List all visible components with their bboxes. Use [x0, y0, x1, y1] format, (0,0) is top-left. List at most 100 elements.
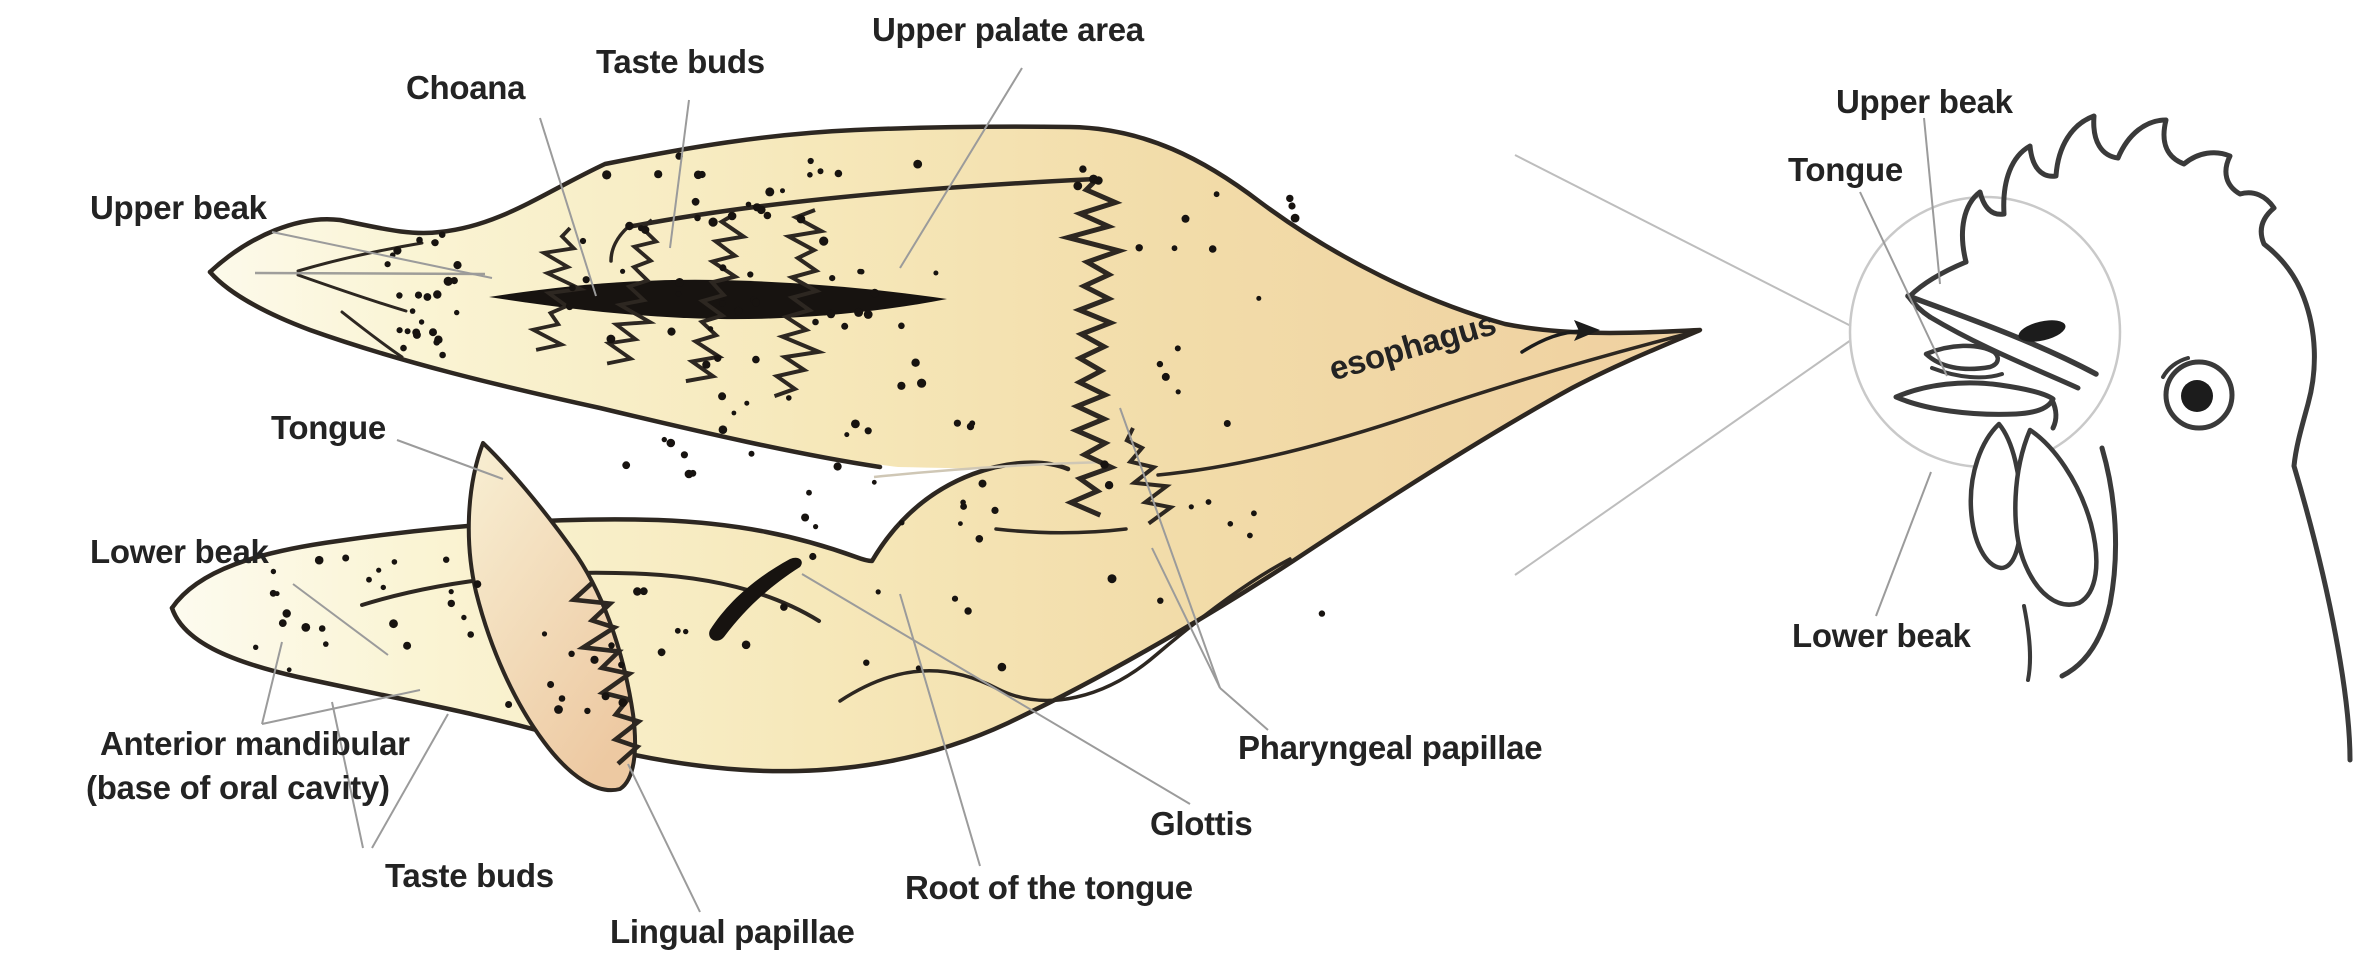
taste-bud-dot	[844, 432, 850, 438]
taste-bud-dot	[639, 587, 648, 596]
lower-beak-rim-outline	[169, 460, 1071, 611]
connector-line	[1514, 339, 1852, 576]
taste-bud-dot	[915, 665, 922, 671]
taste-bud-dot	[964, 607, 972, 615]
taste-bud-dot	[913, 159, 923, 169]
palate-boundary-hook	[609, 225, 630, 263]
esophagus-arrow-shaft	[1520, 329, 1584, 354]
taste-bud-dot	[714, 354, 722, 362]
taste-bud-dot	[278, 619, 287, 627]
label-leader-lines	[261, 67, 1948, 913]
taste-bud-dot	[618, 698, 628, 707]
taste-bud-dot	[434, 335, 443, 344]
taste-bud-dot	[1213, 191, 1220, 198]
taste-bud-dot	[812, 318, 819, 326]
taste-bud-dot	[541, 631, 548, 637]
taste-bud-dot	[809, 552, 817, 561]
taste-bud-dot	[917, 378, 927, 388]
taste-bud-dot	[834, 169, 843, 178]
taste-bud-dot	[806, 489, 812, 496]
taste-bud-dot	[680, 451, 689, 459]
chicken-under-wattle-line	[2022, 604, 2033, 682]
esophagus-line	[1156, 329, 1700, 477]
taste-bud-dot	[582, 276, 590, 284]
taste-bud-dot	[1174, 345, 1181, 352]
taste-bud-dot	[718, 392, 727, 401]
tongue-shape	[466, 441, 638, 793]
taste-bud-dot	[1094, 176, 1103, 185]
beak-tip-whisker-line	[340, 310, 404, 359]
taste-bud-dot	[991, 506, 999, 514]
taste-bud-dot	[683, 628, 689, 635]
upper-beak-outline	[169, 124, 1703, 774]
taste-bud-dot	[801, 513, 810, 522]
taste-bud-dot	[1223, 420, 1231, 427]
palate-floor-seam	[873, 460, 1105, 479]
commissure-line	[254, 271, 486, 276]
taste-bud-dot	[389, 619, 398, 629]
leader-line	[261, 641, 283, 725]
taste-bud-dot	[897, 381, 906, 390]
taste-bud-dot	[1205, 499, 1212, 505]
taste-bud-dot	[953, 419, 962, 427]
taste-bud-dot	[796, 214, 806, 224]
taste-bud-dot	[282, 609, 291, 618]
leader-line	[1151, 547, 1221, 689]
taste-bud-dot	[719, 264, 727, 272]
taste-bud-dot	[975, 535, 984, 543]
taste-bud-dot	[780, 188, 785, 194]
taste-bud-dot	[270, 568, 277, 575]
taste-bud-dot	[439, 351, 446, 359]
taste-bud-dot	[1286, 194, 1294, 203]
taste-bud-dot	[412, 330, 421, 339]
taste-bud-dot	[416, 236, 423, 244]
taste-bud-dot	[396, 292, 403, 299]
taste-bud-dot	[854, 307, 864, 317]
taste-bud-dot	[752, 298, 760, 307]
taste-bud-dot	[1181, 214, 1190, 223]
leader-line	[801, 573, 1191, 805]
taste-bud-dot	[780, 603, 788, 611]
taste-bud-dot	[871, 479, 877, 485]
taste-bud-dot	[1107, 574, 1117, 584]
taste-bud-dot	[602, 170, 612, 180]
chicken-neck-front	[2059, 445, 2119, 679]
magnifier-connector-lines	[1514, 154, 1852, 576]
taste-bud-dot	[568, 650, 575, 657]
taste-bud-dot	[807, 157, 814, 165]
taste-bud-dot	[274, 591, 280, 597]
taste-bud-dot	[393, 246, 402, 255]
taste-bud-dot	[667, 327, 676, 336]
taste-bud-dot	[1208, 245, 1217, 253]
taste-bud-dot	[870, 288, 879, 298]
taste-bud-dot	[1247, 532, 1253, 539]
taste-bud-dot	[565, 302, 574, 311]
taste-bud-dot	[691, 197, 700, 206]
taste-bud-dot	[833, 462, 842, 471]
taste-bud-dot	[731, 410, 737, 416]
taste-bud-dot	[741, 640, 751, 650]
taste-bud-dot	[606, 334, 616, 344]
taste-bud-dot	[1157, 597, 1164, 604]
taste-bud-dot	[747, 271, 754, 278]
taste-bud-dot	[423, 293, 432, 301]
taste-bud-dot	[384, 261, 391, 268]
taste-bud-dot	[318, 625, 326, 632]
taste-bud-dot	[366, 576, 372, 583]
leader-line	[1119, 407, 1221, 689]
taste-bud-dot	[674, 627, 681, 634]
taste-bud-dot	[851, 419, 860, 429]
taste-bud-dot	[829, 275, 836, 282]
taste-bud-dot	[429, 328, 437, 337]
taste-bud-dot	[1073, 181, 1083, 191]
taste-bud-dot	[404, 328, 411, 335]
chicken-tongue	[1923, 343, 2000, 372]
taste-bud-dot	[675, 291, 682, 297]
taste-bud-dot	[301, 623, 311, 632]
taste-bud-dot	[1288, 202, 1296, 210]
taste-bud-dot	[453, 261, 462, 270]
zigzag-palatine-ridge-4	[771, 208, 828, 398]
taste-bud-dot	[702, 360, 711, 369]
taste-bud-dot	[641, 225, 650, 234]
upper-beak-lower-edge	[207, 269, 883, 470]
